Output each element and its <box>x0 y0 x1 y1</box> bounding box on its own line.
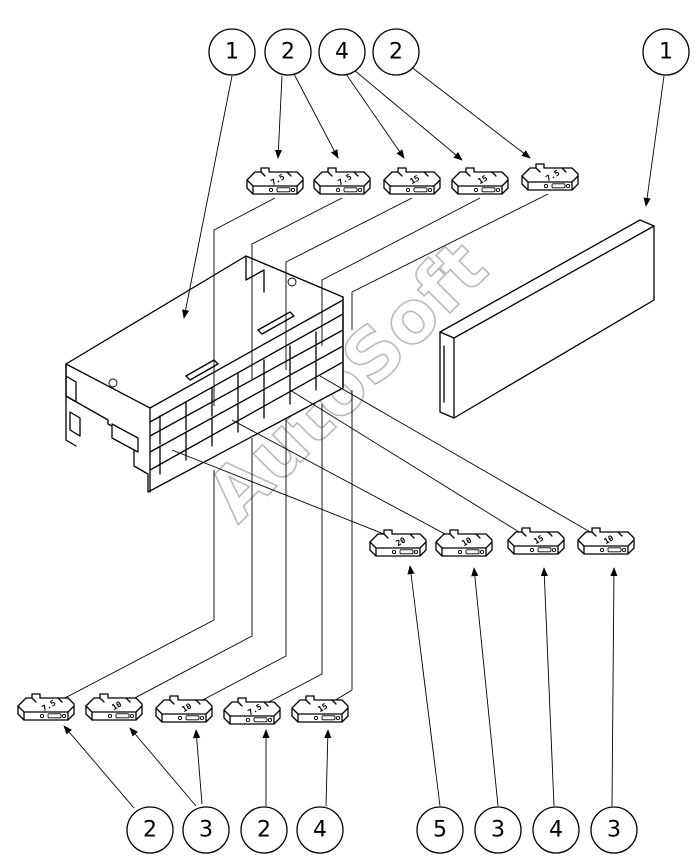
callout-number: 4 <box>549 818 563 843</box>
callout: 2 <box>240 806 288 854</box>
callout: 2 <box>264 28 312 76</box>
fuse: 15 <box>291 695 349 723</box>
fuses-top: 7.5 7.5 15 15 7.5 <box>246 163 579 195</box>
fuse: 20 <box>369 529 427 557</box>
callout: 2 <box>126 806 174 854</box>
callout-number: 3 <box>607 818 621 843</box>
fuse-box-cover <box>439 219 655 419</box>
callout-number: 3 <box>491 818 505 843</box>
callout: 3 <box>590 806 638 854</box>
fuse: 10 <box>435 529 493 557</box>
fuse-rating: 15 <box>532 533 545 546</box>
callout: 5 <box>416 806 464 854</box>
fuse: 10 <box>155 695 213 723</box>
fuse-rating: 10 <box>460 535 473 548</box>
leader-arrows <box>63 65 665 809</box>
callout-number: 1 <box>225 40 239 65</box>
callout-number: 3 <box>199 818 213 843</box>
fuse: 7.5 <box>223 697 281 725</box>
fuse-block-housing <box>65 255 344 493</box>
callout: 3 <box>474 806 522 854</box>
callout-number: 2 <box>389 40 403 65</box>
callout: 4 <box>296 806 344 854</box>
callout: 4 <box>318 28 366 76</box>
fuse-rating: 15 <box>316 701 329 714</box>
fuse: 7.5 <box>313 167 371 195</box>
callout-number: 2 <box>143 818 157 843</box>
callout-number: 2 <box>281 40 295 65</box>
callout: 1 <box>208 28 256 76</box>
fuse-rating: 20 <box>394 535 407 548</box>
callout: 3 <box>182 806 230 854</box>
fuse: 7.5 <box>521 163 579 191</box>
callouts-top: 1 2 4 2 1 <box>208 28 690 76</box>
callout: 1 <box>642 28 690 76</box>
callout-number: 2 <box>257 818 271 843</box>
fuse-rating: 15 <box>408 173 421 186</box>
fuses-right: 20 10 15 10 <box>369 527 635 557</box>
callouts-bottom: 2 3 2 4 5 3 4 3 <box>126 806 638 854</box>
fuse: 10 <box>85 693 143 721</box>
fuse: 10 <box>577 527 635 555</box>
fuse: 15 <box>383 167 441 195</box>
fuse-routing-lines <box>41 193 605 715</box>
fuse: 15 <box>451 167 509 195</box>
fuse-rating: 10 <box>180 701 193 714</box>
callout-number: 1 <box>659 40 673 65</box>
fuse-rating: 10 <box>110 699 123 712</box>
fuse-rating: 10 <box>602 533 615 546</box>
fuses-bottom: 7.5 10 10 7.5 15 <box>17 693 349 725</box>
callout: 2 <box>372 28 420 76</box>
callout-number: 4 <box>335 40 349 65</box>
fuse: 7.5 <box>17 693 75 721</box>
fuse-rating: 15 <box>476 173 489 186</box>
callout: 4 <box>532 806 580 854</box>
fuse: 15 <box>507 527 565 555</box>
callout-number: 4 <box>313 818 327 843</box>
fuse: 7.5 <box>246 167 304 195</box>
callout-number: 5 <box>433 818 447 843</box>
